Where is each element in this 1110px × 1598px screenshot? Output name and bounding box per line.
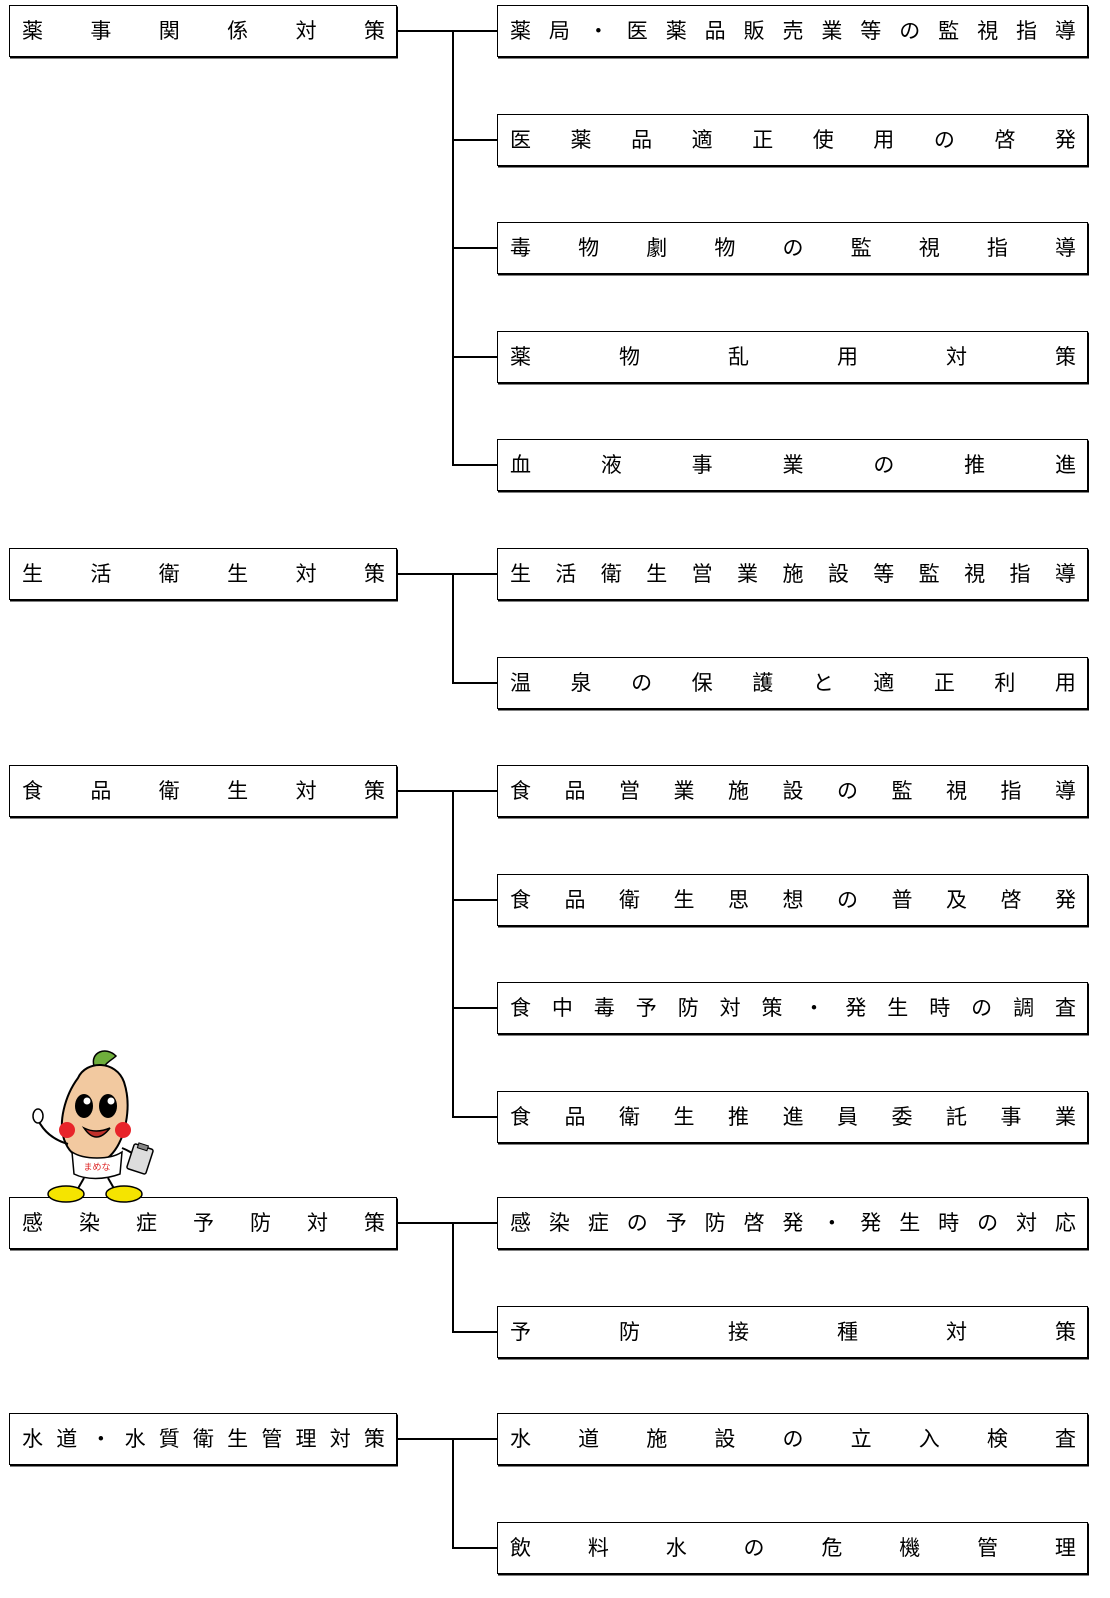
connector-line <box>397 790 497 792</box>
item-box: 生活衛生営業施設等監視指導 <box>497 548 1088 600</box>
connector-line <box>452 139 497 141</box>
item-box: 薬局・医薬品販売業等の監視指導 <box>497 5 1088 57</box>
connector-line <box>397 1438 497 1440</box>
item-box-label: 感染症の予防啓発・発生時の対応 <box>510 1213 1076 1234</box>
connector-line <box>452 574 454 684</box>
category-box-label: 水道・水質衛生管理対策 <box>22 1429 385 1450</box>
item-box: 予防接種対策 <box>497 1306 1088 1358</box>
mascot-shoes <box>48 1186 142 1202</box>
connector-line <box>452 1116 497 1118</box>
connector-line <box>452 791 454 1118</box>
mascot-body <box>62 1065 128 1161</box>
category-box-label: 感染症予防対策 <box>22 1213 385 1234</box>
item-box-label: 食中毒予防対策・発生時の調査 <box>510 998 1076 1019</box>
item-box-label: 生活衛生営業施設等監視指導 <box>510 564 1076 585</box>
connector-line <box>452 31 454 466</box>
item-box: 温泉の保護と適正利用 <box>497 657 1088 709</box>
item-box-label: 水道施設の立入検査 <box>510 1429 1076 1450</box>
item-box: 薬物乱用対策 <box>497 331 1088 383</box>
item-box: 食中毒予防対策・発生時の調査 <box>497 982 1088 1034</box>
connector-line <box>452 356 497 358</box>
item-box-label: 食品衛生推進員委託事業 <box>510 1107 1076 1128</box>
connector-line <box>452 1331 497 1333</box>
category-box: 薬事関係対策 <box>9 5 397 57</box>
item-box-label: 飲料水の危機管理 <box>510 1538 1076 1559</box>
item-box-label: 毒物劇物の監視指導 <box>510 238 1076 259</box>
connector-line <box>397 1222 497 1224</box>
item-box-label: 温泉の保護と適正利用 <box>510 673 1076 694</box>
category-box-label: 食品衛生対策 <box>22 781 385 802</box>
connector-line <box>452 682 497 684</box>
item-box-label: 予防接種対策 <box>510 1322 1076 1343</box>
connector-line <box>452 1007 497 1009</box>
item-box: 医薬品適正使用の啓発 <box>497 114 1088 166</box>
connector-line <box>452 1547 497 1549</box>
category-box-label: 薬事関係対策 <box>22 21 385 42</box>
connector-line <box>397 573 497 575</box>
item-box: 血液事業の推進 <box>497 439 1088 491</box>
connector-line <box>397 30 497 32</box>
item-box: 毒物劇物の監視指導 <box>497 222 1088 274</box>
item-box: 飲料水の危機管理 <box>497 1522 1088 1574</box>
clipboard-icon <box>126 1143 153 1175</box>
category-box: 水道・水質衛生管理対策 <box>9 1413 397 1465</box>
connector-line <box>452 464 497 466</box>
item-box-label: 食品営業施設の監視指導 <box>510 781 1076 802</box>
connector-line <box>452 1439 454 1549</box>
connector-line <box>452 1223 454 1333</box>
category-box: 感染症予防対策 <box>9 1197 397 1249</box>
connector-line <box>452 899 497 901</box>
category-box: 食品衛生対策 <box>9 765 397 817</box>
item-box-label: 薬物乱用対策 <box>510 347 1076 368</box>
item-box-label: 食品衛生思想の普及啓発 <box>510 890 1076 911</box>
mascot-illustration: まめな <box>24 1048 162 1203</box>
item-box: 感染症の予防啓発・発生時の対応 <box>497 1197 1088 1249</box>
item-box-label: 医薬品適正使用の啓発 <box>510 130 1076 151</box>
item-box-label: 血液事業の推進 <box>510 455 1076 476</box>
item-box: 食品営業施設の監視指導 <box>497 765 1088 817</box>
mascot-shirt-text: まめな <box>83 1162 110 1173</box>
item-box: 食品衛生推進員委託事業 <box>497 1091 1088 1143</box>
item-box-label: 薬局・医薬品販売業等の監視指導 <box>510 21 1076 42</box>
item-box: 水道施設の立入検査 <box>497 1413 1088 1465</box>
item-box: 食品衛生思想の普及啓発 <box>497 874 1088 926</box>
category-box: 生活衛生対策 <box>9 548 397 600</box>
category-box-label: 生活衛生対策 <box>22 564 385 585</box>
connector-line <box>452 247 497 249</box>
